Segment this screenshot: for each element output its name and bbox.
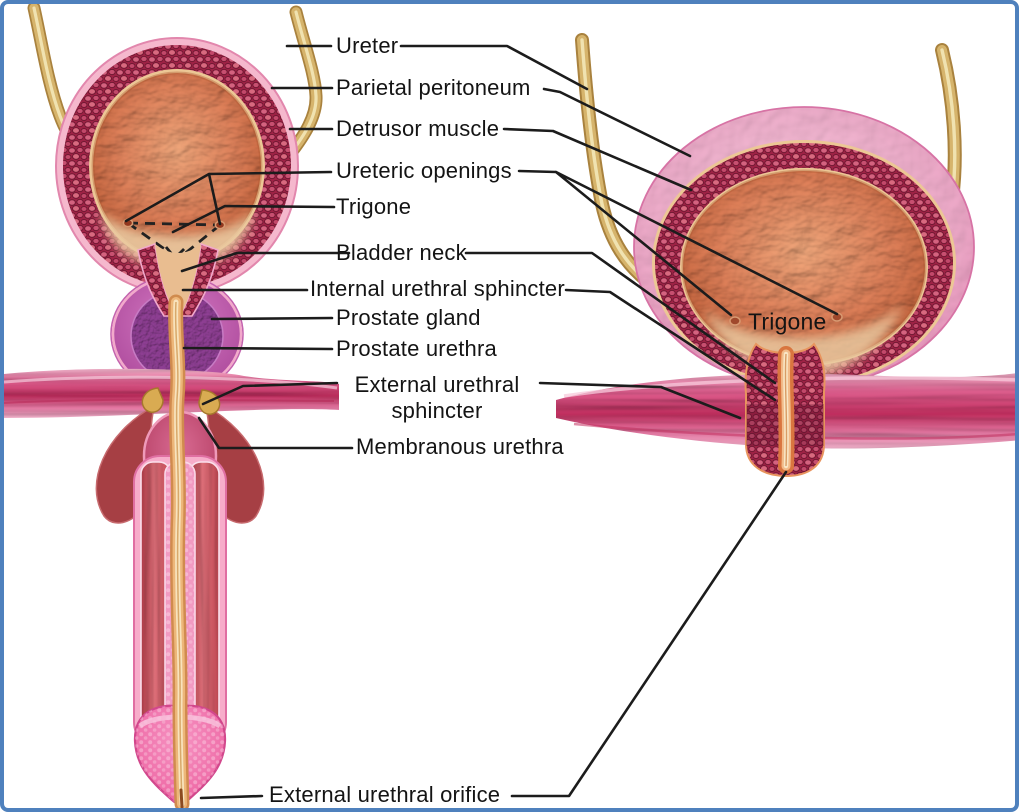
left-figure-sagittal-section <box>4 4 339 808</box>
leader-prostate-gland <box>210 316 334 321</box>
label-ureter: Ureter <box>336 33 399 59</box>
label-prostate-urethra: Prostate urethra <box>336 336 497 362</box>
bladder-wall <box>55 37 299 295</box>
label-bladder-neck: Bladder neck <box>336 240 467 266</box>
leader-external-urethral-sphincter <box>201 381 742 420</box>
leader-detrusor-muscle <box>288 127 693 192</box>
right-ureter-tube <box>283 5 323 161</box>
right-view-urethra <box>777 346 795 474</box>
label-external-urethral-orifice: External urethral orifice <box>269 782 501 808</box>
anatomy-illustration <box>4 4 1015 808</box>
bulbourethral-gland-left <box>141 387 164 413</box>
urethra-left-figure <box>168 294 190 808</box>
leader-bladder-neck <box>180 251 777 385</box>
label-external-urethral-sphincter: External urethral sphincter <box>354 372 520 423</box>
leader-membranous-urethra <box>197 416 354 450</box>
ureteric-opening-right-view-left <box>729 316 741 326</box>
trigone-dashed-outline <box>127 221 221 261</box>
label-detrusor-muscle: Detrusor muscle <box>336 116 500 142</box>
leader-external-urethral-orifice <box>199 470 788 800</box>
leader-ureter <box>285 44 589 91</box>
label-trigone: Trigone <box>336 194 412 220</box>
leader-prostate-urethra <box>182 346 334 351</box>
label-prostate-gland: Prostate gland <box>336 305 481 331</box>
label-trigone-right-view: Trigone <box>748 308 827 335</box>
label-parietal-peritoneum: Parietal peritoneum <box>336 75 531 101</box>
label-membranous-urethra: Membranous urethra <box>356 434 564 460</box>
leader-lines <box>124 44 839 800</box>
right-figure-anterior-view <box>556 33 1015 478</box>
label-internal-urethral-sphincter: Internal urethral sphincter <box>310 276 565 302</box>
right-view-left-ureter <box>575 33 661 293</box>
right-view-bladder <box>633 106 975 388</box>
leader-parietal-peritoneum <box>270 86 692 158</box>
leader-trigone <box>171 204 336 234</box>
leader-ureteric-openings <box>124 169 839 317</box>
label-ureteric-openings: Ureteric openings <box>336 158 512 184</box>
leader-internal-urethral-sphincter <box>181 288 777 402</box>
